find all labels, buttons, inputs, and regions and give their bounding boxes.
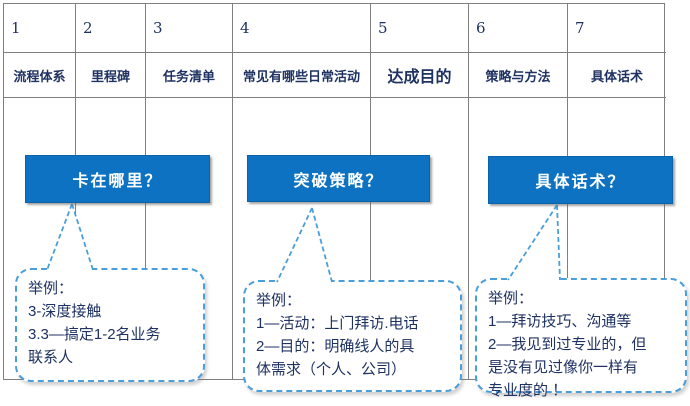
bubble-line: 是没有见过像你一样有: [488, 359, 639, 376]
table-number-cell-5: 5: [371, 4, 469, 53]
callout-bubble-3: 举例： 1—拜访技巧、沟通等 2—我见到过专业的，但 是没有见过像你一样有 专业…: [475, 278, 687, 399]
bubble-line: 1—拜访技巧、沟通等: [488, 313, 632, 330]
table-label-cell-3: 任务清单: [146, 53, 233, 98]
bubble-line: 2—目的：明确线人的具: [256, 338, 415, 355]
table-label-cell-2: 里程碑: [76, 53, 146, 98]
bubble-line: 联系人: [28, 349, 74, 366]
table-label-cell-1: 流程体系: [4, 53, 76, 98]
callout-bubble-2: 举例： 1—活动：上门拜访.电话 2—目的：明确线人的具 体需求（个人、公司）: [243, 280, 462, 392]
bubble-line: 举例：: [488, 290, 534, 307]
bubble-line: 1—活动：上门拜访.电话: [256, 315, 419, 332]
question-box-label: 卡在哪里？: [72, 173, 163, 190]
table-body-cell-3: [146, 98, 233, 379]
table-body-cell-2: [76, 98, 146, 379]
table-number-cell-7: 7: [568, 4, 666, 53]
question-box-stuck-where: 卡在哪里？: [25, 155, 210, 203]
table-label-cell-7: 具体话术: [568, 53, 666, 98]
question-box-label: 具体话术？: [535, 174, 626, 191]
table-label-cell-6: 策略与方法: [469, 53, 568, 98]
table-number-cell-3: 3: [146, 4, 233, 53]
bubble-line: 举例：: [28, 280, 74, 297]
table-body-cell-6: [469, 98, 568, 379]
question-box-specific-script: 具体话术？: [488, 156, 673, 204]
question-box-label: 突破策略？: [293, 172, 384, 190]
table-number-cell-2: 2: [76, 4, 146, 53]
table-label-cell-4: 常见有哪些日常活动: [233, 53, 371, 98]
table-number-cell-4: 4: [233, 4, 371, 53]
bubble-line: 3.3—搞定1-2名业务: [28, 326, 161, 343]
table-number-cell-6: 6: [469, 4, 568, 53]
bubble-line: 2—我见到过专业的，但: [488, 336, 647, 353]
question-box-breakthrough-strategy: 突破策略？: [247, 155, 430, 202]
table-body-cell-4: [233, 98, 371, 379]
bubble-line: 专业度的 ！: [488, 382, 568, 399]
bubble-line: 3-深度接触: [28, 303, 102, 320]
table-number-cell-1: 1: [4, 4, 76, 53]
table-body-cell-5: [371, 98, 469, 379]
callout-bubble-1: 举例： 3-深度接触 3.3—搞定1-2名业务 联系人: [15, 268, 205, 382]
process-table: 1 2 3 4 5 6 7 流程体系 里程碑 任务清单 常见有哪些日常活动 达成…: [3, 3, 666, 380]
bubble-line: 体需求（个人、公司）: [256, 361, 407, 378]
bubble-line: 举例：: [256, 292, 302, 309]
table-label-cell-5: 达成目的: [371, 53, 469, 98]
